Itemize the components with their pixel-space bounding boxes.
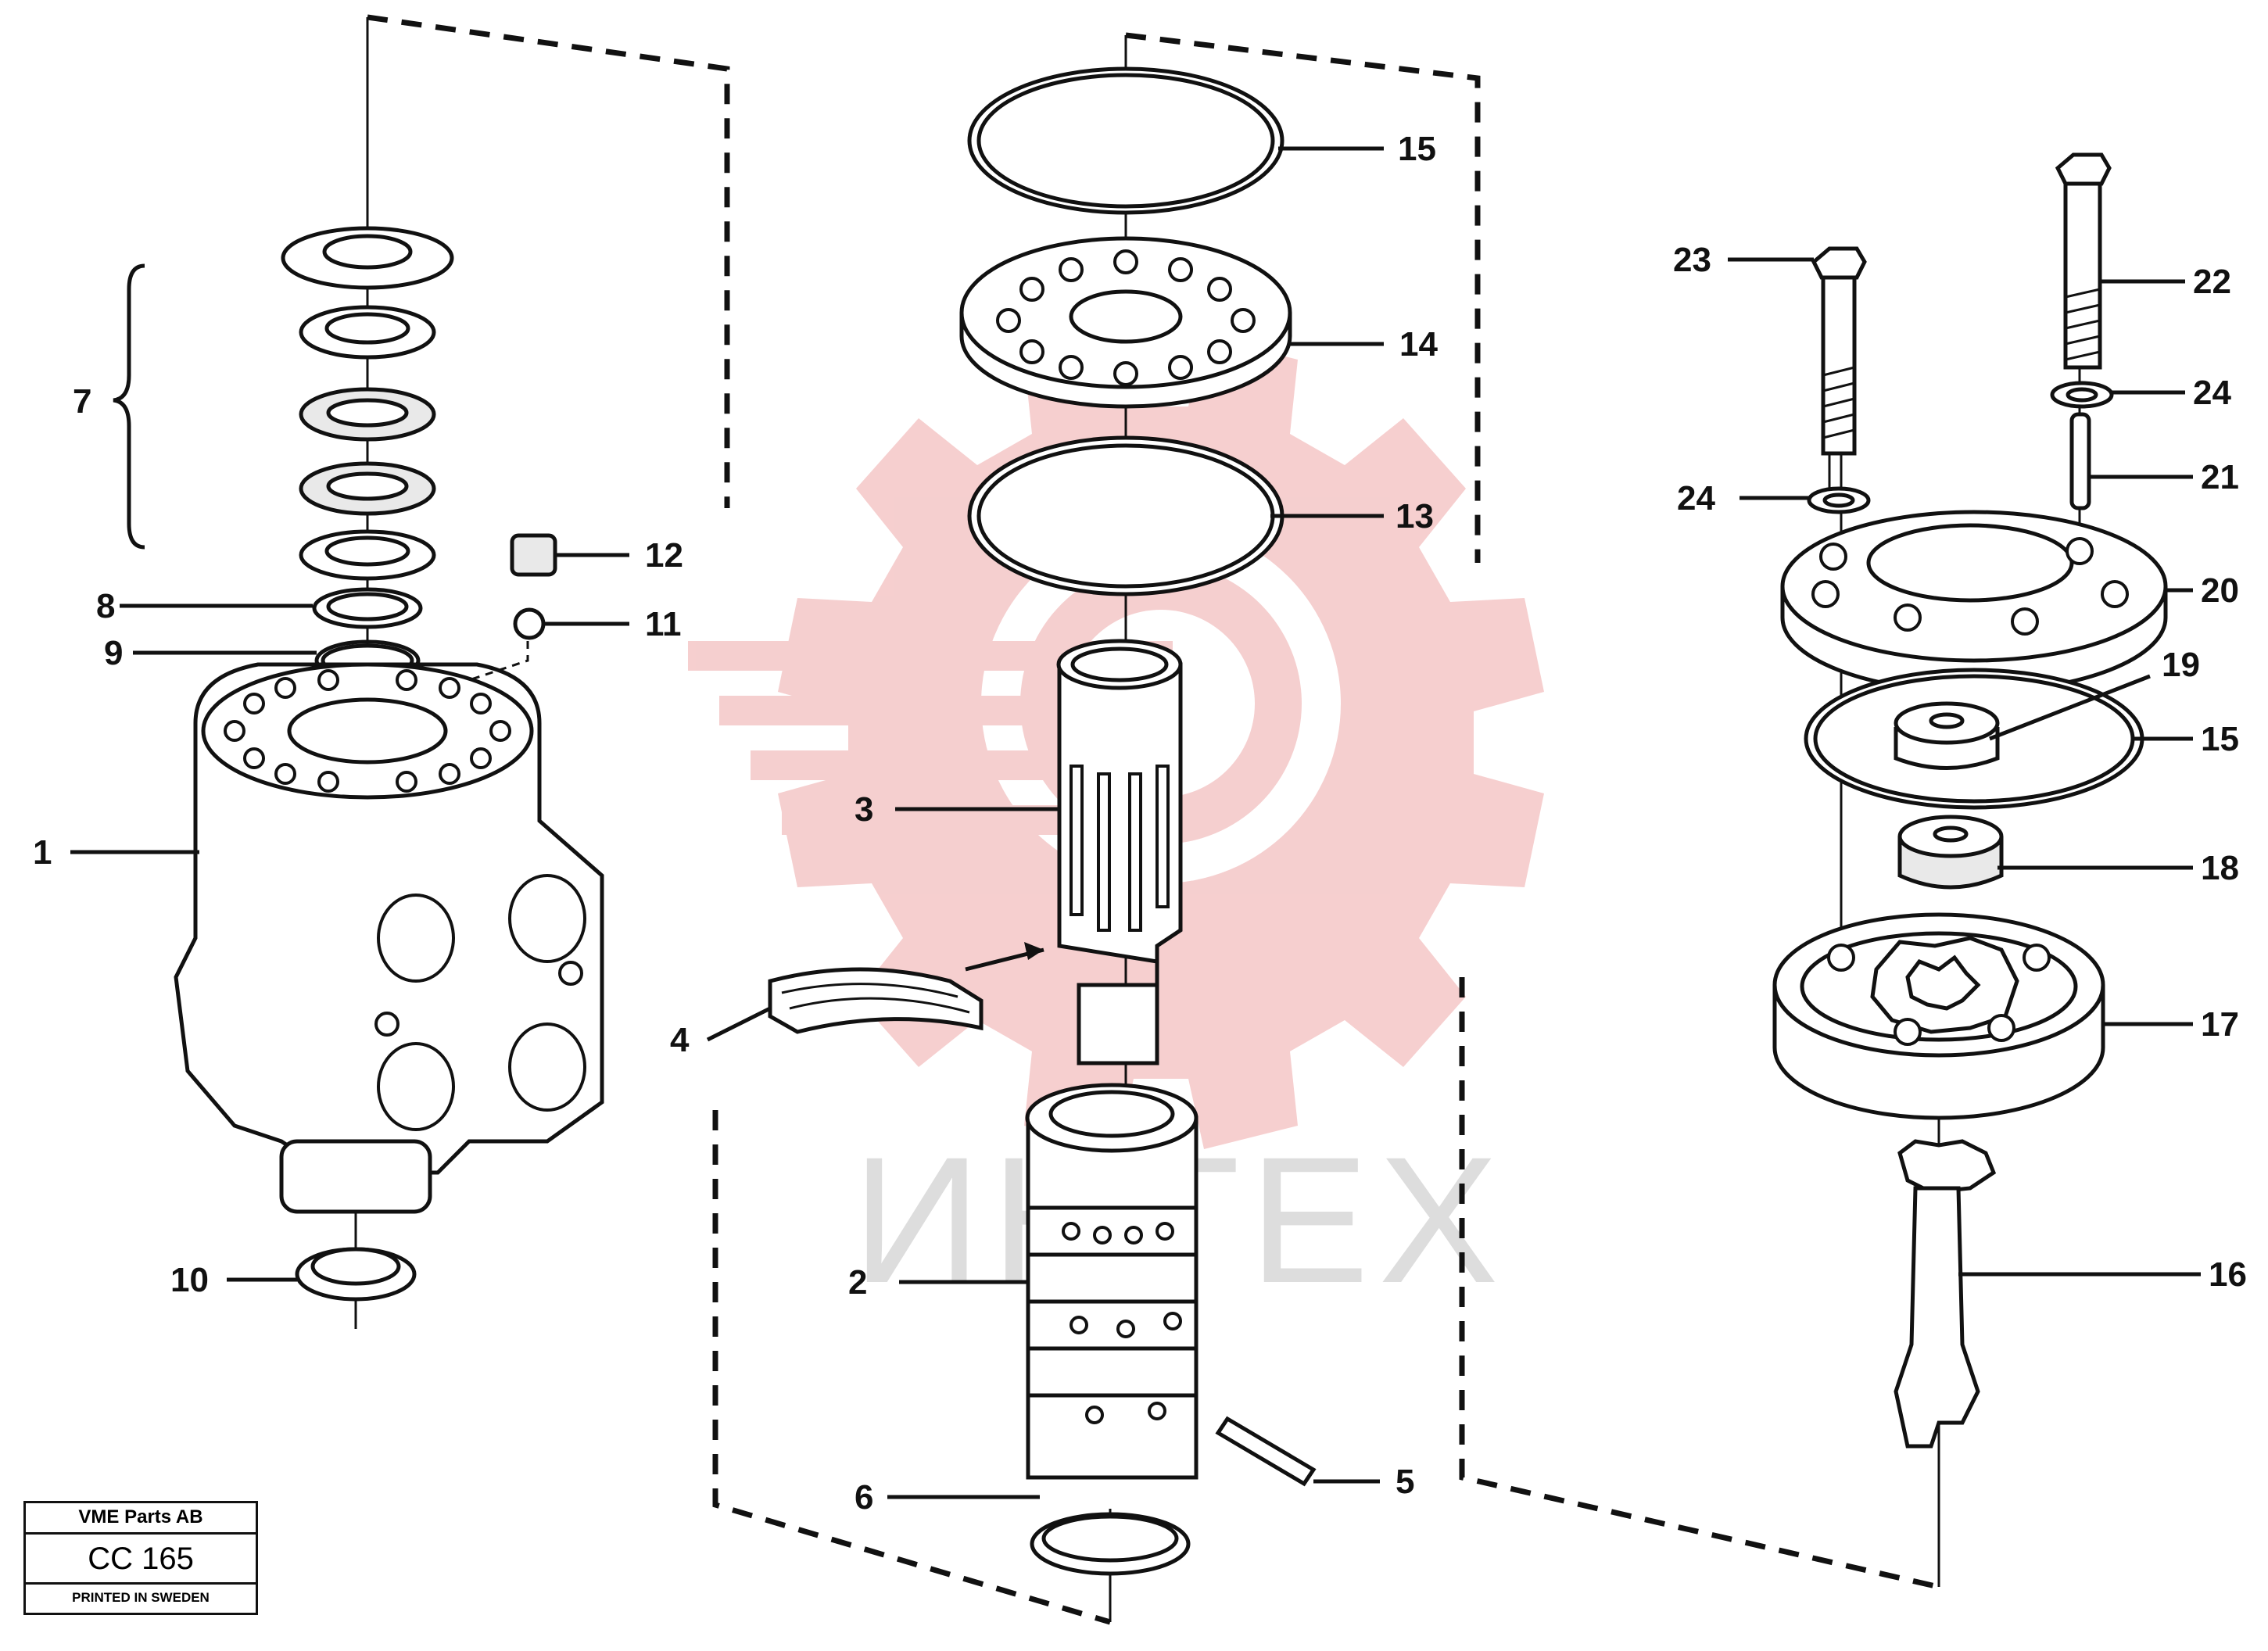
part-plug-12: [510, 533, 557, 577]
callout-3: 3: [855, 790, 873, 829]
part-plate-14: [959, 236, 1292, 409]
part-bearing-washer: [299, 305, 436, 360]
part-gear-set-17: [1772, 912, 2105, 1120]
callout-15-right: 15: [2201, 720, 2239, 758]
callout-2: 2: [848, 1263, 867, 1302]
part-washer-24-left: [1807, 486, 1871, 514]
group-7-brace: [113, 263, 145, 550]
callout-15-top: 15: [1398, 130, 1436, 168]
part-thrust-washer-top: [281, 226, 454, 290]
part-pin-21: [2069, 412, 2091, 510]
callout-6: 6: [855, 1478, 873, 1517]
leader-lines: [70, 146, 2201, 1499]
part-pin-5: [1215, 1416, 1317, 1487]
callout-14: 14: [1399, 325, 1438, 364]
callout-24-right: 24: [2193, 374, 2231, 412]
part-seal-ring-8: [312, 587, 423, 629]
part-spool-3: [1056, 639, 1183, 1065]
callout-labels: 1 2 3 4 5 6 7 8 9 10 11 12 13 14 15 15 1…: [33, 130, 2247, 1517]
part-spacer-18: [1897, 815, 2004, 890]
part-sleeve-2: [1025, 1083, 1198, 1480]
part-housing-1: [174, 662, 604, 1214]
part-bolt-23: [1811, 246, 1867, 456]
callout-8: 8: [96, 587, 115, 625]
part-ring-6: [1030, 1512, 1191, 1576]
title-block: VME Parts AB CC 165 PRINTED IN SWEDEN: [23, 1501, 258, 1615]
callout-1: 1: [33, 833, 52, 872]
callout-9: 9: [104, 634, 123, 672]
callout-5: 5: [1396, 1463, 1414, 1501]
part-ring-10: [295, 1247, 417, 1302]
part-washer-24-right: [2050, 381, 2114, 409]
part-o-ring-13: [967, 435, 1284, 596]
callout-23: 23: [1673, 241, 1711, 279]
dashed-assembly-outlines: [367, 14, 1940, 1625]
callout-13: 13: [1396, 497, 1434, 535]
callout-18: 18: [2201, 849, 2239, 887]
callout-16: 16: [2209, 1255, 2247, 1294]
part-bearing-washer-lower: [299, 529, 436, 581]
callout-10: 10: [170, 1261, 209, 1299]
part-bolt-22: [2055, 152, 2112, 370]
part-springs-4: [768, 942, 1044, 1034]
callout-21: 21: [2201, 458, 2239, 496]
part-needle-bearing-1: [299, 387, 436, 442]
callout-17: 17: [2201, 1005, 2239, 1044]
callout-7: 7: [73, 382, 91, 421]
callout-20: 20: [2201, 571, 2239, 610]
callout-4: 4: [670, 1021, 690, 1059]
part-needle-bearing-2: [299, 461, 436, 516]
callout-12: 12: [645, 536, 683, 575]
part-o-ring-15-top: [967, 66, 1284, 215]
part-spacer-19: [1894, 701, 2000, 770]
part-end-cap-20: [1780, 510, 2168, 694]
part-drive-shaft-16: [1894, 1139, 1997, 1449]
title-block-printed: PRINTED IN SWEDEN: [72, 1590, 210, 1605]
callout-24-left: 24: [1677, 479, 1715, 518]
callout-19: 19: [2162, 646, 2200, 684]
title-block-company: VME Parts AB: [26, 1503, 256, 1535]
callout-11: 11: [645, 605, 682, 643]
callout-22: 22: [2193, 263, 2231, 301]
title-block-code: CC 165: [26, 1535, 256, 1585]
part-ball-11: [468, 607, 546, 682]
